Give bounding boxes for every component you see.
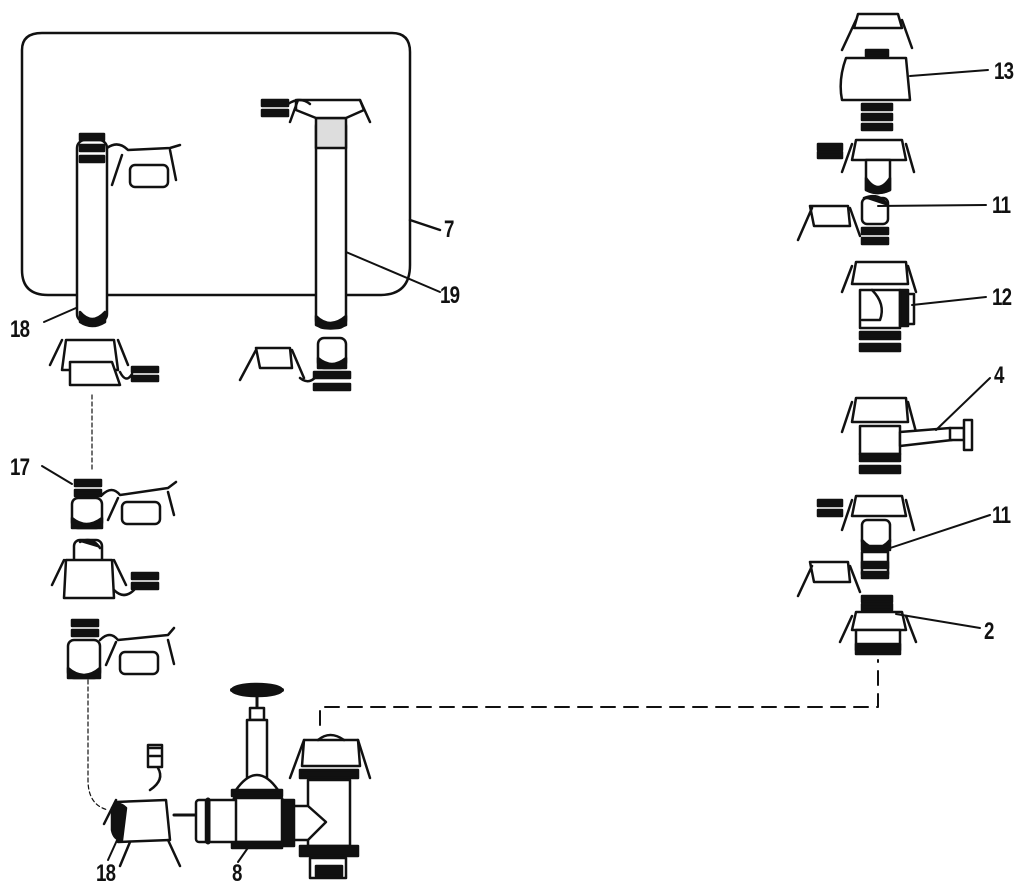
leader-18top (43, 307, 77, 323)
main-dashed-line (319, 659, 879, 726)
leader-8 (237, 841, 253, 863)
callout-11-lower: 11 (992, 502, 1011, 529)
tank-outline (20, 31, 412, 297)
leader-17 (41, 465, 73, 485)
leader-19 (345, 251, 441, 293)
leader-12 (911, 296, 987, 306)
reducer-adapter (70, 478, 178, 530)
callout-19: 19 (440, 282, 460, 309)
tee-fitting (288, 733, 372, 880)
gate-valve (194, 682, 296, 850)
coupler-11-upper (796, 138, 916, 246)
right-suction-pipe (260, 98, 372, 330)
callout-13: 13 (994, 58, 1014, 85)
leader-18bot (107, 837, 119, 861)
callout-11-upper: 11 (992, 192, 1011, 219)
leader-11a (877, 204, 987, 207)
left-connection-line-2 (87, 679, 109, 811)
left-coupler-c (66, 618, 176, 680)
callout-4: 4 (994, 362, 1004, 389)
callout-17: 17 (10, 454, 30, 481)
leader-7 (408, 218, 442, 232)
leader-4 (935, 377, 991, 431)
callout-12: 12 (992, 284, 1012, 311)
callout-8: 8 (232, 860, 242, 887)
leader-2 (895, 613, 981, 629)
elbow-coupler (102, 743, 198, 868)
callout-18-top: 18 (10, 316, 30, 343)
elbow-12 (840, 260, 918, 353)
callout-2: 2 (984, 618, 994, 645)
right-coupler-a (238, 336, 352, 392)
callout-7: 7 (444, 216, 454, 243)
left-coupler-a (48, 338, 160, 387)
leader-13 (909, 69, 989, 77)
strainer-13 (839, 12, 914, 132)
coupler-11-lower (796, 494, 916, 598)
left-suction-pipe (75, 132, 182, 328)
adapter-2 (838, 594, 918, 656)
left-coupler-b (50, 538, 160, 600)
gauge-4 (840, 396, 974, 475)
callout-18-bottom: 18 (96, 860, 116, 887)
leader-11b (877, 514, 991, 553)
